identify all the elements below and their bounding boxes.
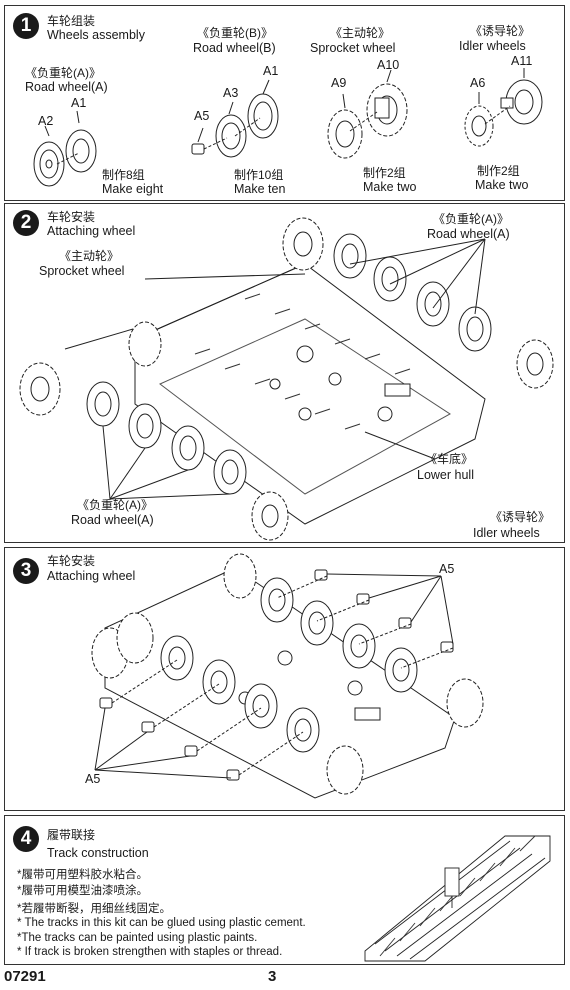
idler-label-en: Idler wheels <box>473 526 540 540</box>
make-ten-en: Make ten <box>234 182 286 196</box>
part-a6-label: A6 <box>470 76 486 90</box>
step-title-en: Track construction <box>47 846 149 860</box>
sprocket-label-cn: 《主动轮》 <box>330 26 391 40</box>
page-number: 3 <box>268 968 277 985</box>
step-title-cn: 车轮安装 <box>47 554 96 568</box>
step-title-cn: 车轮组装 <box>47 14 96 28</box>
note-6: * If track is broken strengthen with sta… <box>17 946 283 958</box>
sprocket-label-en: Sprocket wheel <box>39 264 125 278</box>
make-eight-cn: 制作8组 <box>102 168 145 182</box>
step4-panel: 4 履带联接 Track construction *履带可用塑料胶水粘合。 *… <box>4 815 565 965</box>
step-number-badge: 4 <box>13 826 39 852</box>
lower-hull-label-cn: 《车底》 <box>425 452 474 466</box>
make-two-idler-cn: 制作2组 <box>477 164 520 178</box>
lower-hull-drawing <box>19 217 554 541</box>
part-a5-label: A5 <box>194 109 210 123</box>
step-title-cn: 车轮安装 <box>47 210 96 224</box>
make-two-sprocket-cn: 制作2组 <box>363 166 406 180</box>
step-title-en: Wheels assembly <box>47 28 145 42</box>
part-a5-top-label: A5 <box>439 562 455 576</box>
part-a1-label: A1 <box>263 64 279 78</box>
wheel-caps-drawing <box>91 553 484 799</box>
step-number-badge: 3 <box>13 558 39 584</box>
product-code: 07291 <box>4 968 46 985</box>
note-5: *The tracks can be painted using plastic… <box>17 932 258 944</box>
road-wheel-bottom-label-cn: 《负重轮(A)》 <box>77 498 153 512</box>
part-a9-label: A9 <box>331 76 347 90</box>
step-title-en: Attaching wheel <box>47 569 136 583</box>
sprocket-label-cn: 《主动轮》 <box>59 249 120 263</box>
part-a3-label: A3 <box>223 86 239 100</box>
idler-label-cn: 《诱导轮》 <box>490 510 551 524</box>
idler-label-en: Idler wheels <box>459 39 526 53</box>
step-title-en: Attaching wheel <box>47 224 136 238</box>
part-a2-label: A2 <box>38 114 54 128</box>
step-number-badge: 2 <box>13 210 39 236</box>
note-4: * The tracks in this kit can be glued us… <box>17 917 306 929</box>
step-number-badge: 1 <box>13 13 39 39</box>
road-wheel-bottom-label-en: Road wheel(A) <box>71 513 154 527</box>
step3-panel: 3 车轮安装 Attaching wheel <box>4 547 565 811</box>
idler-label-cn: 《诱导轮》 <box>470 24 531 38</box>
make-ten-cn: 制作10组 <box>234 168 284 182</box>
step-title-cn: 履带联接 <box>47 828 96 842</box>
road-wheel-a-label-en: Road wheel(A) <box>25 80 108 94</box>
road-wheel-a-label-cn: 《负重轮(A)》 <box>25 66 101 80</box>
step2-panel: 2 车轮安装 Attaching wheel <box>4 203 565 543</box>
note-3: *若履带断裂，用细丝线固定。 <box>17 903 171 915</box>
make-eight-en: Make eight <box>102 182 164 196</box>
track-links-drawing <box>364 835 551 962</box>
step1-panel: 1 车轮组装 Wheels assembly <box>4 5 565 201</box>
note-1: *履带可用塑料胶水粘合。 <box>17 869 148 881</box>
part-a11-label: A11 <box>511 54 533 68</box>
part-a10-label: A10 <box>377 58 400 72</box>
note-2: *履带可用模型油漆喷涂。 <box>17 885 148 897</box>
sprocket-label-en: Sprocket wheel <box>310 41 396 55</box>
road-wheel-b-label-en: Road wheel(B) <box>193 41 276 55</box>
road-wheel-top-label-cn: 《负重轮(A)》 <box>433 212 509 226</box>
make-two-idler-en: Make two <box>475 178 529 192</box>
wheels-assembly-drawing <box>33 68 543 187</box>
part-a1-label: A1 <box>71 96 87 110</box>
road-wheel-b-label-cn: 《负重轮(B)》 <box>197 26 273 40</box>
part-a5-bottom-label: A5 <box>85 772 101 786</box>
make-two-sprocket-en: Make two <box>363 180 417 194</box>
lower-hull-label-en: Lower hull <box>417 468 474 482</box>
road-wheel-top-label-en: Road wheel(A) <box>427 227 510 241</box>
